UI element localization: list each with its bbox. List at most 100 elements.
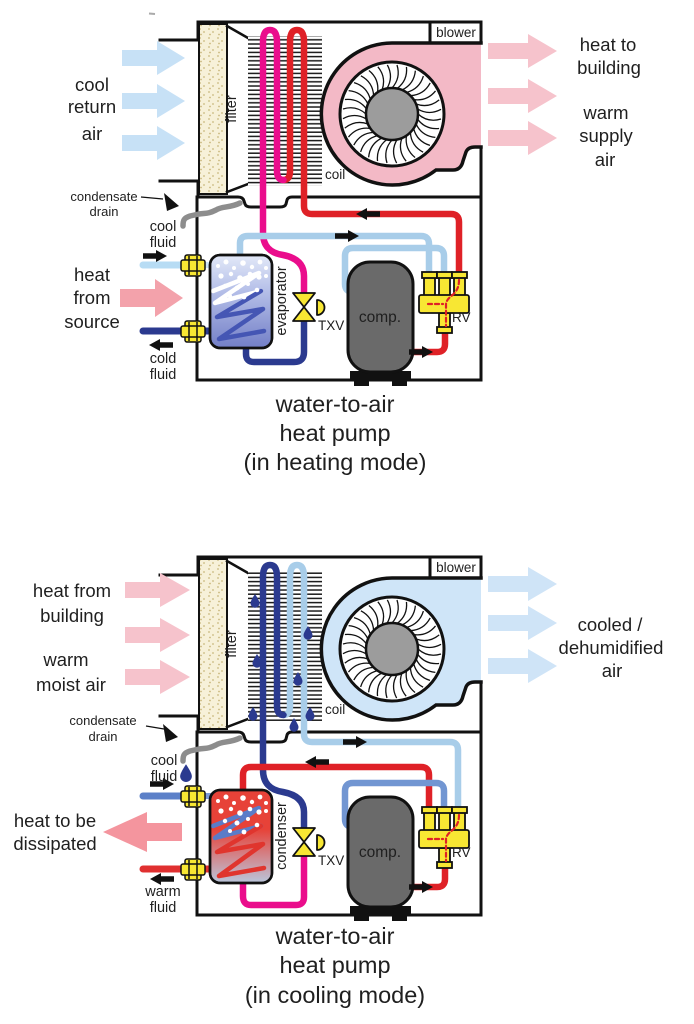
condenser-to-txv-pipe <box>239 852 308 909</box>
blower-label: blower <box>436 560 476 575</box>
cooling-text-labels: heat from building warm moist air conden… <box>13 580 663 1008</box>
txv-to-coil-pipe <box>259 561 308 832</box>
condenser-label: condenser <box>274 802 290 870</box>
warm-moist-air-label: warm <box>42 649 88 670</box>
svg-text:fluid: fluid <box>151 769 178 785</box>
return-air-label: cool <box>75 74 109 95</box>
cool-fluid-label: cool <box>150 219 177 235</box>
heat-dissipated-arrow <box>103 812 182 852</box>
txv-valve <box>292 827 326 857</box>
svg-text:return: return <box>68 96 116 117</box>
condensate-drain-pipe <box>180 735 243 764</box>
svg-text:from: from <box>74 287 111 308</box>
warm-fluid-label: warm <box>144 884 180 900</box>
lower-compartment <box>195 730 483 917</box>
pipe-fitting-out <box>180 320 206 343</box>
compressor: comp. <box>346 795 415 921</box>
txv-label: TXV <box>318 853 344 868</box>
cooled-air-out-arrows <box>488 567 557 683</box>
svg-text:drain: drain <box>89 729 118 744</box>
coil-label: coil <box>325 167 345 182</box>
warm-air-in-arrows <box>125 573 190 694</box>
filter-label: filter <box>224 630 240 658</box>
txv-outlet-pipe <box>242 316 308 366</box>
svg-text:supply: supply <box>579 125 633 146</box>
compressor-label: comp. <box>359 844 401 861</box>
compressor: comp. <box>346 260 415 386</box>
condensate-pointer-arrow <box>164 193 179 211</box>
suction-from-coil-pipe <box>280 561 462 816</box>
condenser <box>208 788 274 885</box>
condensate-label: condensate <box>69 713 136 728</box>
filter-label: filter <box>224 95 240 123</box>
blower: blower <box>319 557 483 722</box>
heating-diagram: blower coil filter evaporator comp. <box>64 20 641 475</box>
filter-strip <box>198 558 228 730</box>
condensate-pointer-arrow <box>163 724 178 742</box>
svg-text:dissipated: dissipated <box>13 833 96 854</box>
coil-label: coil <box>325 702 345 717</box>
discharge-pipe <box>401 861 449 891</box>
svg-text:fluid: fluid <box>150 235 177 251</box>
cooled-air-label: cooled / <box>578 614 644 635</box>
blower-label: blower <box>436 25 476 40</box>
heat-source-arrow <box>120 279 183 317</box>
heating-caption-line1: water-to-air <box>275 391 395 417</box>
svg-text:air: air <box>82 123 103 144</box>
refrigerant-liquid-pipe <box>259 26 308 296</box>
suction-pipe <box>236 232 433 281</box>
heat-from-building-label: heat from <box>33 580 111 601</box>
condensate-droplet <box>180 764 192 783</box>
pipe-fitting-in <box>180 785 206 808</box>
rv-label: RV <box>452 310 471 325</box>
pipe-fitting-in <box>180 254 206 277</box>
heating-text-labels: cool return air condensate drain cool fl… <box>64 34 641 475</box>
svg-text:building: building <box>40 605 104 626</box>
svg-text:dehumidified: dehumidified <box>559 637 664 658</box>
svg-text:air: air <box>595 149 616 170</box>
heat-dissipated-label: heat to be <box>14 810 96 831</box>
svg-text:source: source <box>64 311 120 332</box>
svg-text:building: building <box>577 57 641 78</box>
heating-caption-mode: (in heating mode) <box>244 449 427 475</box>
cooling-caption-mode: (in cooling mode) <box>245 982 425 1008</box>
reversing-valve <box>418 271 470 334</box>
coil-fins <box>248 36 322 186</box>
fan-wheel <box>342 64 442 164</box>
cold-fluid-label: cold <box>150 351 177 367</box>
rv-label: RV <box>452 845 471 860</box>
heat-source-label: heat <box>74 264 110 285</box>
txv-valve <box>292 292 326 322</box>
fan-wheel <box>342 599 442 699</box>
pipe-fitting-out <box>180 858 206 881</box>
compressor-label: comp. <box>359 309 401 326</box>
lower-compartment <box>195 195 483 382</box>
supply-air-arrows <box>488 34 557 155</box>
fan-hub <box>364 621 420 677</box>
txv-label: TXV <box>318 318 344 333</box>
cooling-caption-line1: water-to-air <box>275 923 395 949</box>
svg-text:drain: drain <box>90 204 119 219</box>
svg-text:fluid: fluid <box>150 367 177 383</box>
hot-gas-to-condenser-pipe <box>239 763 433 814</box>
heating-caption-line2: heat pump <box>279 420 390 446</box>
stray-mark <box>148 12 156 15</box>
cooling-caption-line2: heat pump <box>279 952 390 978</box>
evaporator <box>208 253 274 350</box>
fan-hub <box>364 86 420 142</box>
svg-text:fluid: fluid <box>150 900 177 916</box>
filter-strip <box>198 23 228 195</box>
refrigerant-hot-gas-pipe <box>280 26 463 281</box>
warm-supply-air-label: warm <box>582 102 628 123</box>
coil-fins <box>248 571 322 721</box>
return-air-arrows <box>122 41 185 160</box>
discharge-pipe <box>401 326 449 356</box>
svg-text:air: air <box>602 660 623 681</box>
blower: blower <box>319 22 483 187</box>
cooling-diagram: blower coil filter condenser comp. <box>13 555 663 1008</box>
heat-to-building-label: heat to <box>580 34 637 55</box>
svg-text:moist air: moist air <box>36 674 106 695</box>
evaporator-label: evaporator <box>274 266 290 335</box>
condensate-drain-pipe <box>180 200 243 229</box>
